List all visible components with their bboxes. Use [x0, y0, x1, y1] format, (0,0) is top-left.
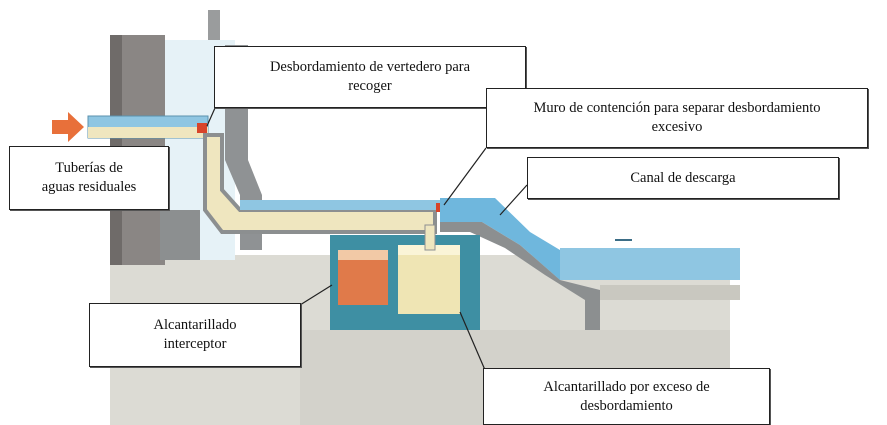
label-weir-overflow: Desbordamiento de vertedero para recoger [214, 46, 526, 108]
structure-wall-top [208, 10, 220, 45]
interceptor-tank-top [338, 250, 388, 260]
label-sewage-pipes-line-1: Tuberías de [55, 160, 123, 176]
label-sewage-pipes-line-2: aguas residuales [41, 179, 137, 195]
label-retaining-wall: Muro de contención para separar desborda… [486, 88, 868, 148]
label-retaining-wall-line-2: excesivo [651, 119, 703, 135]
weir-marker [197, 123, 207, 133]
label-sewage-pipes: Tuberías de aguas residuales [9, 146, 169, 210]
label-excess-overflow-sewer-line-1: Alcantarillado por exceso de [543, 378, 710, 395]
leader-retaining-wall [443, 147, 487, 206]
label-weir-overflow-line-1: Desbordamiento de vertedero para [269, 59, 471, 75]
channel-floor [160, 210, 200, 260]
leader-discharge [499, 184, 528, 216]
label-interceptor-sewer: Alcantarillado interceptor [89, 303, 301, 367]
label-excess-overflow-sewer: Alcantarillado por exceso de desbordamie… [483, 368, 770, 425]
leader-weir [206, 107, 216, 127]
river-bed [600, 285, 740, 300]
leader-interceptor [299, 284, 333, 306]
overflow-drop-pipe [424, 224, 436, 251]
channel-water [240, 200, 440, 210]
label-excess-overflow-sewer-line-2: desbordamiento [580, 397, 673, 414]
label-discharge-channel: Canal de descarga [527, 157, 839, 199]
overflow-tank [398, 250, 460, 314]
interceptor-tank [338, 255, 388, 305]
label-retaining-wall-line-1: Muro de contención para separar desborda… [533, 100, 821, 116]
sewage-inlet-pipe-fill [88, 127, 208, 138]
inflow-arrow-icon [52, 112, 84, 142]
leader-excess [459, 311, 486, 371]
label-interceptor-sewer-line-2: interceptor [163, 336, 227, 352]
label-interceptor-sewer-line-1: Alcantarillado [153, 317, 237, 333]
river [560, 248, 740, 280]
label-weir-overflow-line-2: recoger [348, 78, 392, 94]
label-discharge-channel-line-1: Canal de descarga [630, 169, 736, 186]
